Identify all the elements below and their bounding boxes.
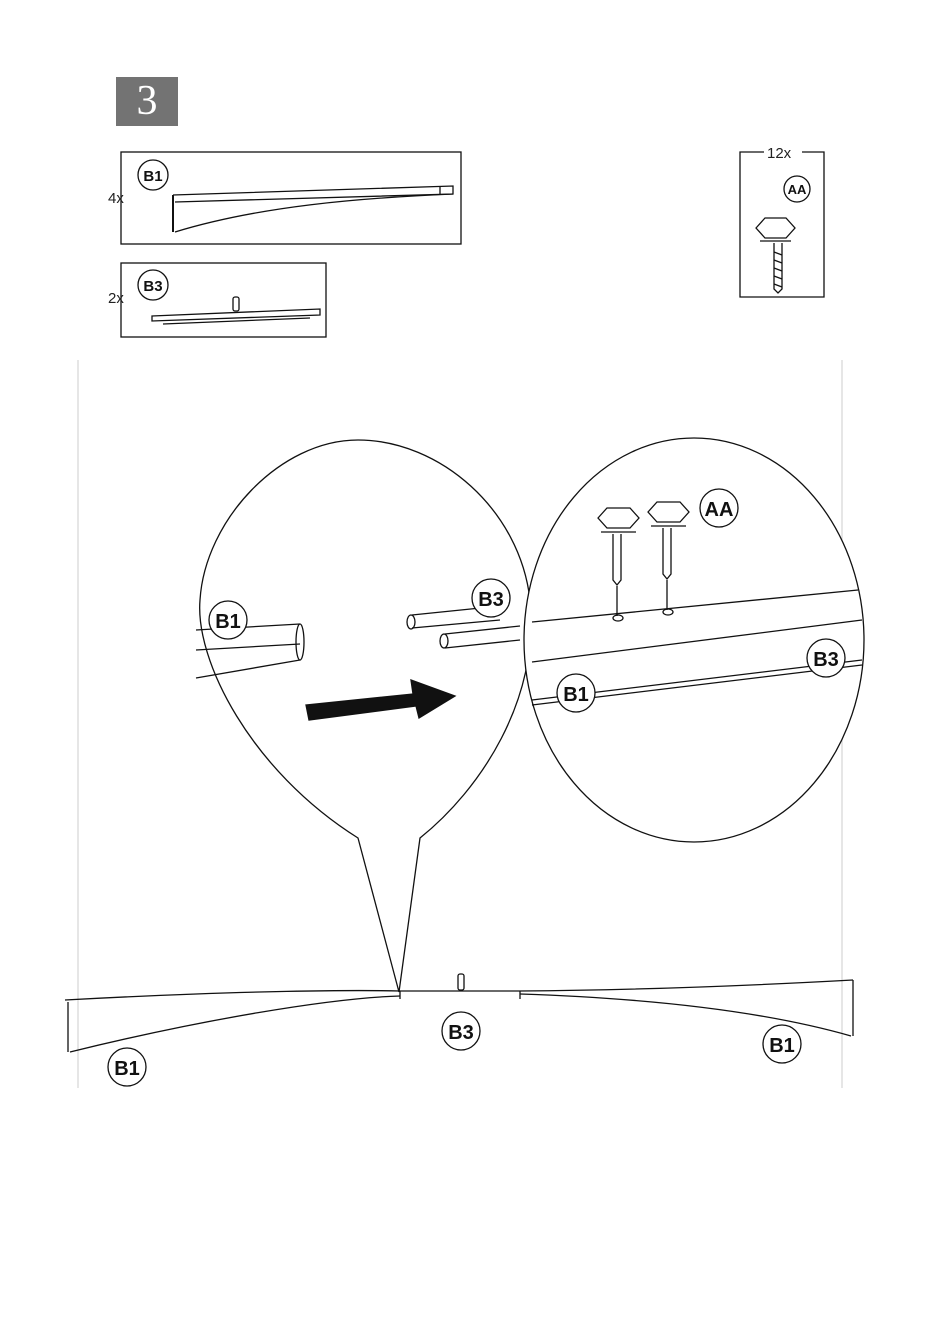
b1-part-label: B1 (143, 168, 162, 185)
parts-box-b1 (121, 152, 461, 244)
b1-quantity: 4x (108, 190, 124, 207)
zoom-left-b1-label: B1 (215, 611, 241, 633)
zoom-callout-right (524, 438, 864, 842)
aa-hardware-label: AA (788, 182, 807, 197)
zoom-right-b3-label: B3 (813, 649, 839, 671)
zoom-left-b3-label: B3 (478, 589, 504, 611)
parts-box-b3 (121, 263, 326, 337)
b3-part-label: B3 (143, 278, 162, 295)
arch-center-b3-label: B3 (448, 1022, 474, 1044)
zoom-callout-left (196, 440, 531, 992)
zoom-right-aa-label: AA (705, 499, 734, 521)
hardware-box-aa (740, 152, 824, 297)
aa-quantity: 12x (767, 145, 792, 162)
b3-quantity: 2x (108, 290, 124, 307)
arch-right-b1-label: B1 (769, 1035, 795, 1057)
arch-left-b1-label: B1 (114, 1058, 140, 1080)
zoom-right-b1-label: B1 (563, 684, 589, 706)
